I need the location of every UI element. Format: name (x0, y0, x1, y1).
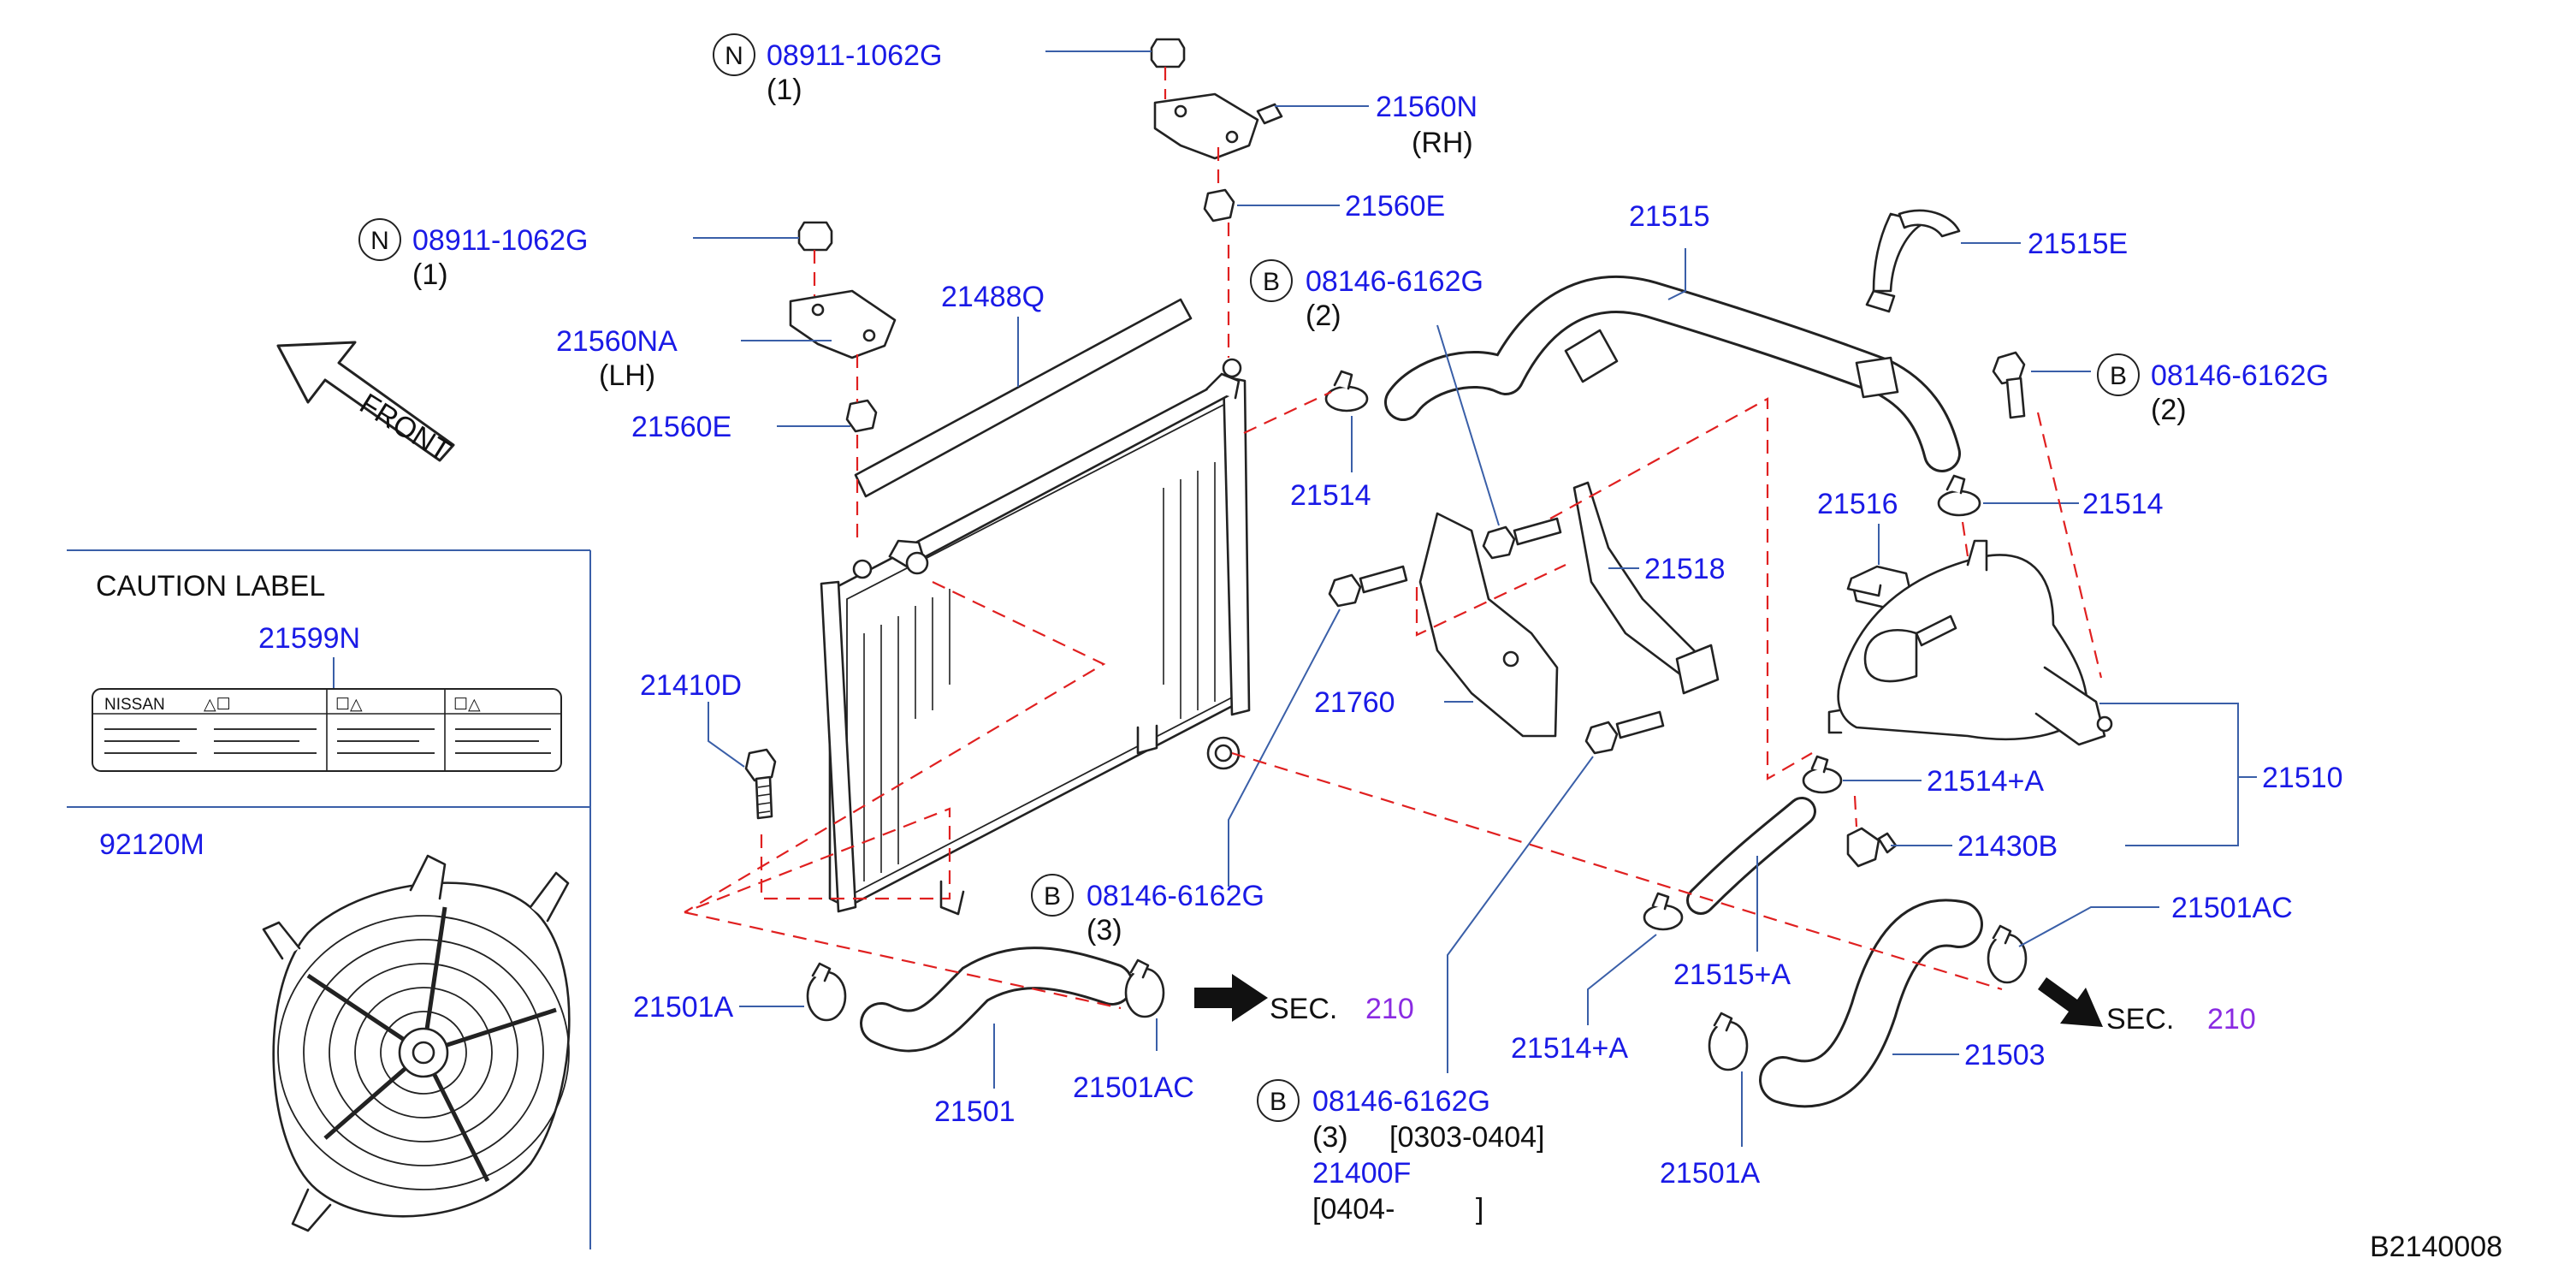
bracket-21518 (1572, 481, 1720, 695)
caution-label-title: CAUTION LABEL (96, 570, 325, 602)
part-number-21516[interactable]: 21516 (1817, 488, 1898, 520)
part-number-21503[interactable]: 21503 (1964, 1039, 2046, 1071)
bolt-b3 (1328, 565, 1408, 608)
part-number-21501a-right[interactable]: 21501A (1660, 1157, 1761, 1190)
quantity-bolt-b4: (3) (1312, 1121, 1348, 1154)
sec-number-right[interactable]: 210 (2207, 1003, 2256, 1036)
mount-rh (1203, 188, 1235, 223)
part-number-21518[interactable]: 21518 (1644, 553, 1726, 585)
front-direction-arrow-icon (276, 341, 455, 462)
side-label-lh: (LH) (599, 359, 655, 392)
inset-panel-frame (67, 549, 591, 1249)
lower-radiator-hose-right (1759, 899, 1983, 1108)
bolt-b2 (1992, 351, 2026, 419)
n-symbol-rh: N (725, 42, 743, 70)
hose-clamp-21501ac-right (1987, 924, 2028, 984)
hose-clamp-21501a-right (1708, 1012, 1749, 1071)
front-label: FRONT (354, 388, 456, 468)
b-symbol-3: B (1044, 882, 1061, 911)
upper-radiator-hose (1384, 276, 1961, 472)
part-number-21560E-rh[interactable]: 21560E (1345, 190, 1445, 223)
part-number-21514a-upper[interactable]: 21514+A (1927, 765, 2044, 798)
b-symbol-2: B (2110, 362, 2127, 390)
hose-clamp-right (1937, 474, 1981, 517)
part-number-92120M[interactable]: 92120M (99, 828, 204, 861)
sticker-marks-1: △☐ (204, 696, 231, 714)
nut-lh (797, 221, 833, 252)
quantity-nut-rh: (1) (767, 74, 802, 106)
cooling-fan-assembly (262, 854, 571, 1232)
part-number-21515[interactable]: 21515 (1629, 200, 1710, 233)
part-number-21515E[interactable]: 21515E (2028, 228, 2128, 260)
sticker-marks-3: ☐△ (453, 696, 481, 714)
part-number-21488Q[interactable]: 21488Q (941, 281, 1045, 313)
lower-radiator-hose-left (860, 947, 1134, 1053)
sec-arrow-left-icon (1194, 974, 1268, 1022)
part-number-21599N[interactable]: 21599N (258, 622, 360, 655)
bolt-b4 (1584, 710, 1665, 755)
part-number-08911-1062G-rh[interactable]: 08911-1062G (767, 39, 942, 72)
part-number-08146-6162G-b3[interactable]: 08146-6162G (1087, 880, 1264, 912)
part-number-08146-6162G-b2[interactable]: 08146-6162G (2151, 359, 2329, 392)
radiator-core (820, 358, 1251, 916)
reservoir-hose (1686, 797, 1816, 915)
hose-clamp-21514a-upper (1802, 755, 1843, 794)
part-number-08146-6162G-b4[interactable]: 08146-6162G (1312, 1085, 1490, 1118)
part-number-21501a-left[interactable]: 21501A (633, 991, 734, 1024)
part-number-21560NA[interactable]: 21560NA (556, 325, 678, 358)
sec-number-left[interactable]: 210 (1365, 993, 1414, 1025)
bracket-lh (789, 289, 897, 359)
part-number-21430B[interactable]: 21430B (1957, 830, 2058, 863)
hose-clamp-21501a-left (806, 962, 847, 1022)
b-symbol-1: B (1263, 268, 1280, 296)
part-number-21410D[interactable]: 21410D (640, 669, 742, 702)
sec-label-left: SEC. (1270, 993, 1337, 1025)
sec-arrow-right-icon (2038, 977, 2103, 1027)
drain-plug (744, 748, 777, 820)
shroud-21760 (1418, 512, 1559, 738)
part-number-21400F[interactable]: 21400F (1312, 1157, 1411, 1190)
quantity-bolt-b3: (3) (1087, 914, 1122, 947)
date-range-bolt-b4: [0303-0404] (1389, 1121, 1545, 1154)
part-number-21501[interactable]: 21501 (934, 1095, 1016, 1128)
diagram-code: B2140008 (2370, 1231, 2502, 1263)
hose-clamp-21514a-lower (1643, 892, 1684, 931)
bracket-rh (1153, 92, 1283, 160)
part-number-21514-right[interactable]: 21514 (2082, 488, 2164, 520)
part-number-21501ac-right[interactable]: 21501AC (2171, 892, 2293, 924)
quantity-bolt-b1: (2) (1306, 300, 1341, 332)
part-number-08911-1062G-lh[interactable]: 08911-1062G (412, 224, 588, 257)
tank-fitting (1846, 827, 1898, 868)
hose-clamp-left (1324, 370, 1369, 412)
assembly-dashed-lines (684, 67, 2103, 1010)
b-symbol-4: B (1270, 1088, 1287, 1116)
part-number-21510[interactable]: 21510 (2262, 762, 2343, 794)
part-number-21515a[interactable]: 21515+A (1673, 958, 1791, 991)
nut-rh (1150, 38, 1186, 68)
radiator-seal (854, 298, 1193, 498)
mount-lh (845, 399, 878, 433)
quantity-bolt-b2: (2) (2151, 394, 2187, 426)
part-number-08146-6162G-b1[interactable]: 08146-6162G (1306, 265, 1483, 298)
sticker-marks-2: ☐△ (335, 696, 363, 714)
sticker-brand: NISSAN (104, 696, 165, 714)
side-label-rh: (RH) (1412, 127, 1473, 159)
caution-label-sticker: NISSAN △☐ ☐△ ☐△ (92, 688, 562, 772)
part-number-21501ac-left[interactable]: 21501AC (1073, 1071, 1194, 1104)
hose-band (1865, 209, 1961, 313)
reservoir-tank (1827, 539, 2113, 746)
part-number-21760[interactable]: 21760 (1314, 686, 1395, 719)
date-range-radiator: [0404- ] (1312, 1193, 1483, 1225)
hose-clamp-21501ac-left (1124, 958, 1165, 1018)
part-number-21560N[interactable]: 21560N (1376, 91, 1477, 123)
quantity-nut-lh: (1) (412, 258, 448, 291)
part-number-21514a-lower[interactable]: 21514+A (1511, 1032, 1628, 1065)
bolt-b1 (1482, 517, 1562, 560)
part-number-21560E-lh[interactable]: 21560E (631, 411, 731, 443)
sec-label-right: SEC. (2106, 1003, 2174, 1036)
n-symbol-lh: N (370, 227, 389, 255)
part-number-21514-left[interactable]: 21514 (1290, 479, 1371, 512)
